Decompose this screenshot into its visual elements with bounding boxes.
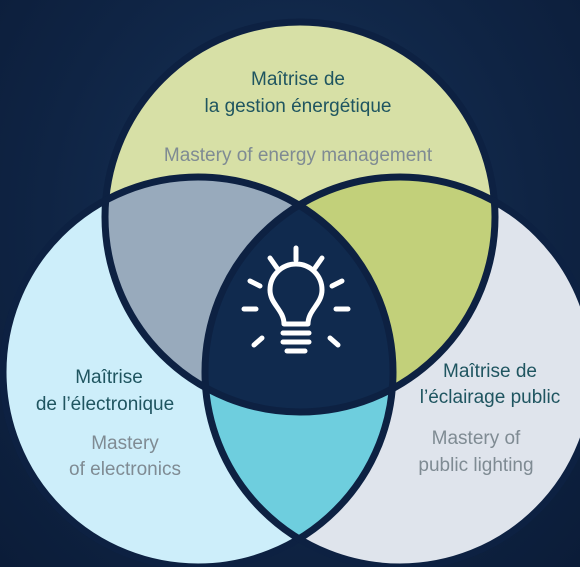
center-overlap: [205, 177, 393, 412]
circle-outlines: [0, 18, 580, 567]
lighting-french-line-2: l’éclairage public: [420, 387, 560, 408]
lighting-english-line-1: Mastery of: [432, 428, 521, 449]
lighting-english-line-2: public lighting: [418, 455, 533, 476]
electronics-french-line-1: Maîtrise: [75, 367, 143, 388]
electronics-english-line-2: of electronics: [69, 459, 181, 480]
energy-french-line-2: la gestion énergétique: [205, 96, 392, 117]
electronics-english-line-1: Mastery: [91, 433, 159, 454]
lighting-french-line-1: Maîtrise de: [443, 361, 537, 382]
lightbulb-icon: [241, 245, 351, 354]
energy-french-line-1: Maîtrise de: [251, 69, 345, 90]
electronics-french-line-2: de l’électronique: [36, 394, 174, 415]
energy-english-label: Mastery of energy management: [164, 145, 433, 166]
